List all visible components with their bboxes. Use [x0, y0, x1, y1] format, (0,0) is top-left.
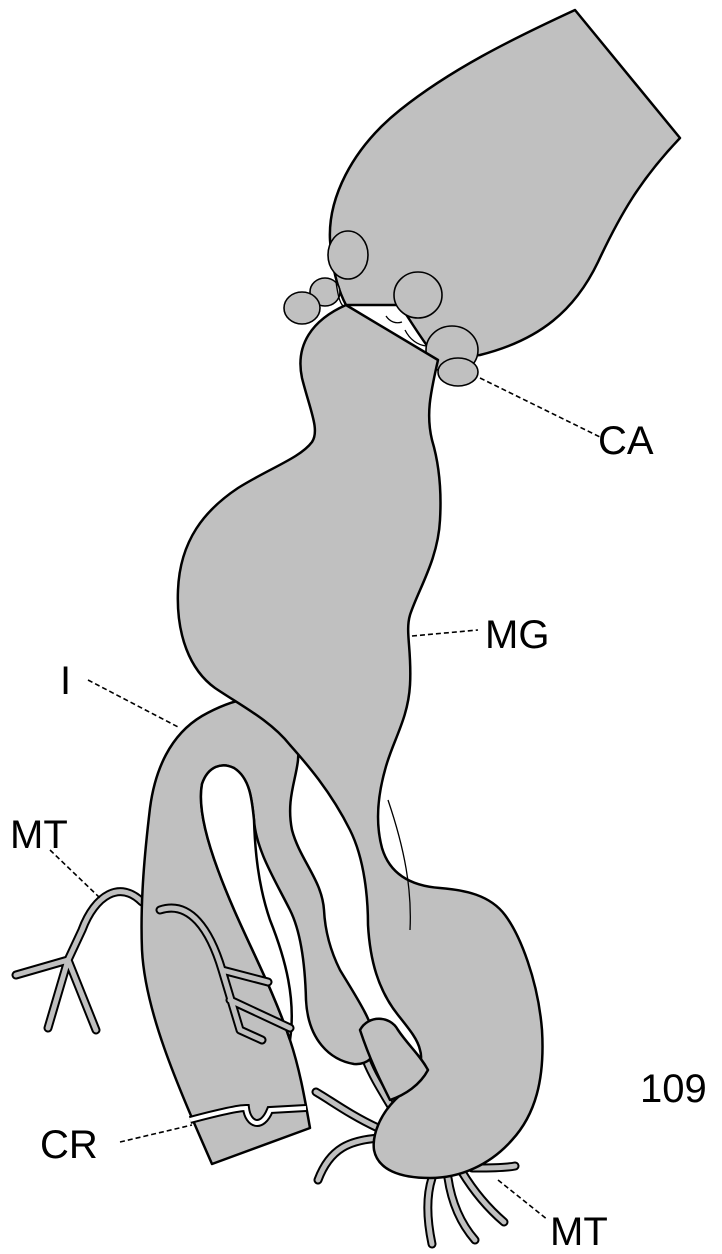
midgut-leader-line — [412, 630, 478, 636]
label-malpighian-upper: MT — [10, 813, 68, 857]
crop-leader-line — [480, 378, 600, 437]
malpighian-upper-leader-line — [50, 850, 100, 898]
rectum-leader-line — [120, 1125, 192, 1142]
plate-number: 109 — [640, 1067, 707, 1111]
label-rectum: CR — [40, 1123, 98, 1167]
malpighian-tubules-left — [16, 892, 142, 1030]
label-malpighian-lower: MT — [550, 1210, 608, 1254]
malpighian-lower-leader-line — [498, 1180, 548, 1220]
label-crop: CA — [598, 419, 654, 463]
crop-region — [330, 10, 680, 360]
ileum-leader-line — [88, 680, 180, 728]
label-midgut: MG — [485, 613, 549, 657]
label-ileum: I — [60, 659, 71, 703]
